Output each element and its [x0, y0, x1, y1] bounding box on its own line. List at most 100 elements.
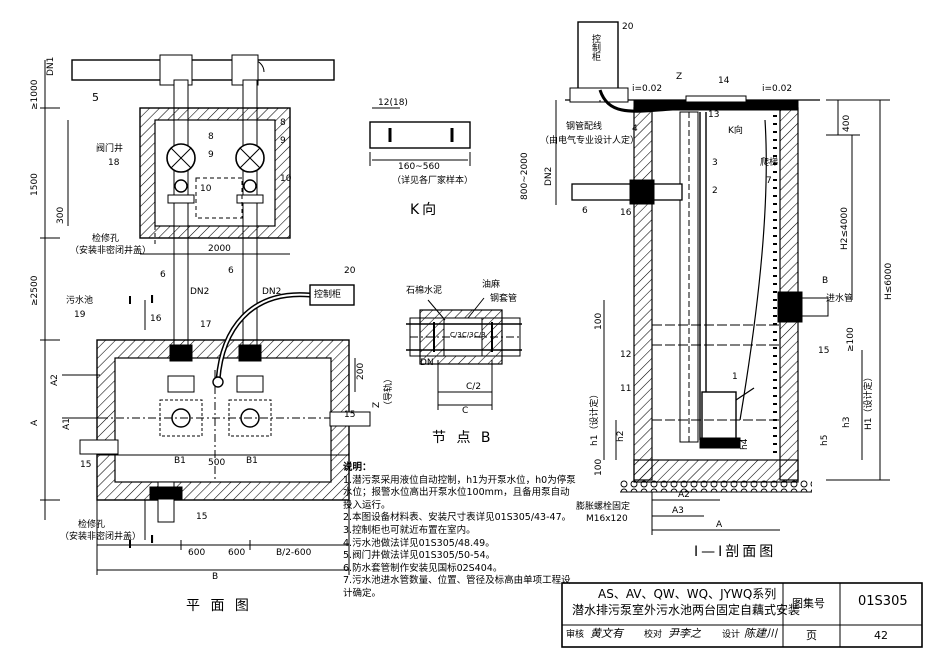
- sec-inlet: 进水管: [826, 294, 854, 304]
- sec-slope2: i=0.02: [762, 84, 793, 94]
- plan-dim-2000: 2000: [208, 244, 231, 254]
- plan-sewage-pool: 污水池: [66, 296, 94, 306]
- plan-n16: 16: [150, 314, 162, 324]
- plan-dim-200: 200: [356, 362, 366, 380]
- sec-n11: 11: [620, 384, 632, 394]
- plan-z-note: （导轨）: [384, 373, 394, 410]
- nodeb-oakum: 油麻: [482, 280, 501, 290]
- plan-n19: 19: [74, 310, 86, 320]
- notes-block: 说明： 1.潜污泵采用液位自动控制，h1为开泵水位，h0为停泵 水位；报警水位高…: [343, 462, 578, 601]
- plan-section-mark-top: I: [150, 293, 155, 306]
- sec-n12: 12: [620, 350, 632, 360]
- tb-atlas-label: 图集号: [792, 597, 825, 610]
- tb-check: 校对: [644, 630, 663, 640]
- sec-h3: h3: [842, 416, 852, 428]
- plan-dim-600b: 600: [228, 548, 246, 558]
- sec-cable-note: （由电气专业设计人定）: [540, 136, 640, 146]
- sec-dn2: DN2: [544, 166, 554, 186]
- nodeb-sleeve: 钢套管: [490, 294, 518, 304]
- plan-valve-pit: 阀门井: [96, 144, 124, 154]
- notes-line: 2.本图设备材料表、安装尺寸表详见01S305/43-47。: [343, 512, 572, 524]
- sec-ctrl: 控制柜: [590, 34, 600, 61]
- notes-line: 1.潜污泵采用液位自动控制，h1为开泵水位，h0为停泵: [343, 474, 576, 486]
- plan-dim-1500: 1500: [30, 173, 40, 196]
- kview-note: （详见各厂家样本）: [392, 176, 474, 186]
- plan-hatch-bottom: 检修孔: [78, 520, 106, 530]
- sec-dim-h2: H2≤4000: [840, 207, 850, 250]
- plan-hatch-top: 检修孔: [92, 234, 120, 244]
- sec-dim-ge100: ≥100: [846, 327, 856, 352]
- plan-n15b: 15: [344, 410, 356, 420]
- plan-n15a: 15: [80, 460, 92, 470]
- sec-n20: 20: [622, 22, 634, 32]
- plan-dim-a: A: [30, 419, 40, 426]
- nodeb-dn: DN: [420, 358, 434, 368]
- plan-dim-2500: ≥2500: [30, 275, 40, 306]
- sec-expansion: 膨胀螺栓固定: [576, 502, 631, 512]
- plan-valve-pit-no: 18: [108, 158, 120, 168]
- tb-series: AS、AV、QW、WQ、JYWQ系列: [598, 587, 777, 601]
- plan-dim-600a: 600: [188, 548, 206, 558]
- plan-n15c: 15: [196, 512, 208, 522]
- sec-n13: 13: [708, 110, 720, 120]
- nodeb-title: 节 点 B: [432, 430, 494, 446]
- plan-dim-300: 300: [56, 206, 66, 224]
- plan-z-label: Z: [372, 401, 382, 408]
- sec-a: A: [716, 520, 723, 530]
- nodeb-c3b: C/3: [462, 331, 474, 339]
- notes-line: 4.污水池做法详见01S305/48.49。: [343, 537, 495, 549]
- plan-dn2a: DN2: [190, 287, 210, 297]
- sec-a2: A2: [678, 490, 690, 500]
- sec-dim-h: H≤6000: [884, 262, 894, 300]
- kview-title: K向: [410, 202, 440, 218]
- plan-dn2b: DN2: [262, 287, 282, 297]
- plan-title: 平 面 图: [186, 598, 252, 614]
- notes-line: 6.防水套管制作安装见国标02S404。: [343, 562, 503, 574]
- sec-ladder: 爬梯: [760, 158, 779, 168]
- plan-n10a: 10: [200, 184, 212, 194]
- plan-dim-b2: B/2-600: [276, 548, 312, 558]
- kview-dim-top: 12(18): [378, 98, 408, 108]
- plan-pipe-5: 5: [92, 91, 99, 104]
- sec-n16: 16: [620, 208, 632, 218]
- sec-n4: 4: [632, 124, 638, 134]
- tb-page-no: 42: [874, 629, 888, 642]
- plan-n6a: 6: [160, 270, 166, 280]
- tb-reviewer: 黄文有: [590, 627, 623, 640]
- sec-dim-400: 400: [842, 114, 852, 132]
- plan-hatch-bottom-note: （安装非密闭井盖）: [60, 532, 142, 542]
- sec-bolt: M16x120: [586, 514, 628, 524]
- notes-line: 计确定。: [343, 587, 382, 599]
- kview-dim-bottom: 160~560: [398, 162, 440, 172]
- plan-dim-a1: A1: [62, 418, 72, 430]
- nodeb-c3c: C/3: [474, 331, 486, 339]
- plan-n9a: 9: [208, 150, 214, 160]
- tb-checker: 尹李之: [668, 627, 701, 640]
- nodeb-c2: C/2: [466, 382, 482, 392]
- plan-n6b: 6: [228, 266, 234, 276]
- tb-design: 设计: [722, 630, 741, 640]
- sec-h2: h2: [616, 430, 626, 442]
- plan-dim-1000: ≥1000: [30, 79, 40, 110]
- plan-dim-b: B: [212, 572, 219, 582]
- plan-n8a: 8: [208, 132, 214, 142]
- sec-n1: 1: [732, 372, 738, 382]
- plan-control-cabinet: 控制柜: [314, 290, 342, 300]
- sec-h1b: H1（设计定）: [864, 372, 874, 431]
- plan-dim-b1a: B1: [174, 456, 186, 466]
- tb-review: 审核: [566, 630, 585, 640]
- sec-dim-100a: 100: [594, 312, 604, 330]
- sec-k: K向: [728, 126, 743, 136]
- plan-n20: 20: [344, 266, 356, 276]
- nodeb-stone-asbestos: 石棉水泥: [406, 286, 443, 296]
- plan-hatch-top-note: （安装非密闭井盖）: [70, 246, 152, 256]
- notes-line: 水位；报警水位高出开泵水位100mm，且备用泵自动: [343, 487, 570, 499]
- sec-n15: 15: [818, 346, 830, 356]
- sec-a3: A3: [672, 506, 684, 516]
- sec-h5: h5: [820, 434, 830, 446]
- sec-h1a: h1（设计定）: [590, 389, 600, 446]
- sec-n3: 3: [712, 158, 718, 168]
- notes-line: 7.污水池进水管数量、位置、管径及标高由单项工程设: [343, 575, 571, 587]
- sec-n6: 6: [582, 206, 588, 216]
- sec-dim-100b: 100: [594, 458, 604, 476]
